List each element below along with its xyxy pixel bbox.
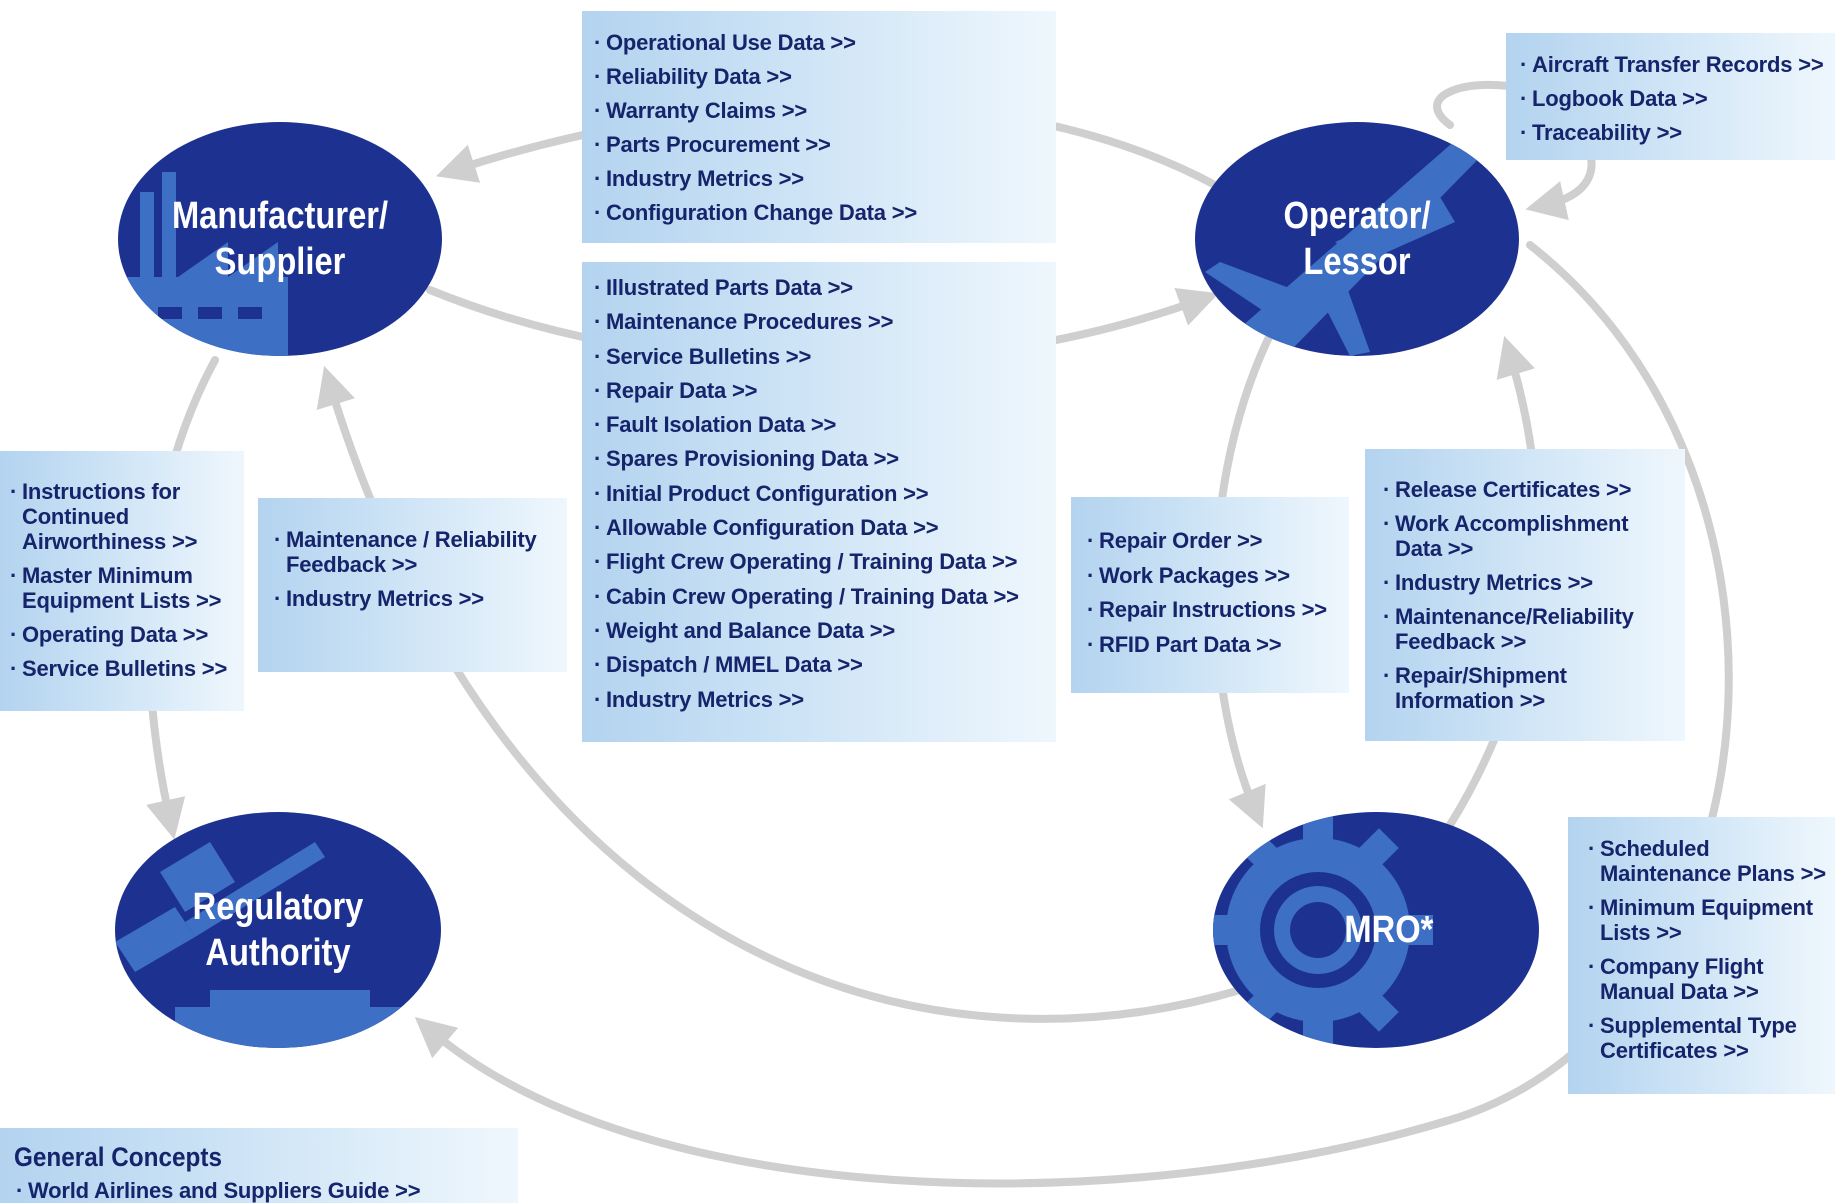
- general-concepts-title: General Concepts: [14, 1142, 222, 1172]
- list-item: Repair/Shipment Information >>: [1381, 663, 1675, 713]
- regulatory-authority-node: Regulatory Authority: [115, 812, 441, 1048]
- list-item: Work Packages >>: [1085, 563, 1349, 588]
- operator-lessor-label: Operator/ Lessor: [1283, 195, 1431, 283]
- regulatory-authority-label: Regulatory Authority: [192, 886, 364, 974]
- list-item: Work Accomplishment Data >>: [1381, 511, 1675, 561]
- list-item: Logbook Data >>: [1518, 86, 1835, 111]
- mro-label: MRO*: [1344, 909, 1434, 951]
- box-left: Instructions for Continued Airworthiness…: [0, 451, 244, 711]
- list-item: Maintenance Procedures >>: [592, 309, 1056, 334]
- box-right-mid: Release Certificates >> Work Accomplishm…: [1365, 449, 1685, 741]
- general-concepts-list: World Airlines and Suppliers Guide >>: [14, 1178, 518, 1203]
- gear-icon: [1213, 812, 1433, 1048]
- list-item: Repair Order >>: [1085, 528, 1349, 553]
- list-item: Industry Metrics >>: [592, 166, 1056, 191]
- list-item: Initial Product Configuration >>: [592, 481, 1056, 506]
- list-item: Supplemental Type Certificates >>: [1586, 1013, 1831, 1063]
- operator-lessor-node: Operator/ Lessor: [1195, 122, 1519, 356]
- list-item: Reliability Data >>: [592, 64, 1056, 89]
- list-item: Configuration Change Data >>: [592, 200, 1056, 225]
- list-right-mid: Release Certificates >> Work Accomplishm…: [1381, 477, 1675, 713]
- list-item: Fault Isolation Data >>: [592, 412, 1056, 437]
- box-top-center: Operational Use Data >> Reliability Data…: [582, 11, 1056, 243]
- arrow-operator-to-regulatory: [414, 241, 1733, 1188]
- list-item: Company Flight Manual Data >>: [1586, 954, 1831, 1004]
- list-top-center: Operational Use Data >> Reliability Data…: [592, 30, 1056, 225]
- general-concepts-box: General Concepts World Airlines and Supp…: [0, 1128, 518, 1203]
- list-left: Instructions for Continued Airworthiness…: [8, 479, 238, 681]
- box-center-right: Repair Order >> Work Packages >> Repair …: [1071, 497, 1349, 693]
- airplane-icon: [1205, 132, 1490, 356]
- list-item: Service Bulletins >>: [592, 344, 1056, 369]
- list-item: Industry Metrics >>: [1381, 570, 1675, 595]
- list-item: Parts Procurement >>: [592, 132, 1056, 157]
- list-item: Cabin Crew Operating / Training Data >>: [592, 584, 1056, 609]
- list-item: Minimum Equipment Lists >>: [1586, 895, 1831, 945]
- list-item: Master Minimum Equipment Lists >>: [8, 563, 238, 613]
- mro-node: MRO*: [1213, 812, 1539, 1048]
- gavel-icon: [115, 842, 405, 1048]
- list-center-right: Repair Order >> Work Packages >> Repair …: [1085, 528, 1349, 657]
- list-item: Aircraft Transfer Records >>: [1518, 52, 1835, 77]
- list-item: Dispatch / MMEL Data >>: [592, 652, 1056, 677]
- general-concepts-link[interactable]: World Airlines and Suppliers Guide >>: [14, 1178, 518, 1203]
- list-item: Maintenance / Reliability Feedback >>: [272, 527, 557, 577]
- box-left-mid: Maintenance / Reliability Feedback >> In…: [258, 498, 567, 672]
- list-item: Industry Metrics >>: [272, 586, 557, 611]
- list-middle-center: Illustrated Parts Data >> Maintenance Pr…: [592, 275, 1056, 712]
- list-item: Industry Metrics >>: [592, 687, 1056, 712]
- factory-icon: [118, 172, 288, 356]
- list-item: Traceability >>: [1518, 120, 1835, 145]
- manufacturer-supplier-label: Manufacturer/ Supplier: [171, 195, 389, 283]
- list-top-right: Aircraft Transfer Records >> Logbook Dat…: [1518, 52, 1835, 145]
- list-item: Repair Data >>: [592, 378, 1056, 403]
- list-item: Service Bulletins >>: [8, 656, 238, 681]
- manufacturer-supplier-node: Manufacturer/ Supplier: [118, 122, 442, 356]
- list-item: Instructions for Continued Airworthiness…: [8, 479, 238, 554]
- list-item: Illustrated Parts Data >>: [592, 275, 1056, 300]
- list-item: Weight and Balance Data >>: [592, 618, 1056, 643]
- box-bottom-right: Scheduled Maintenance Plans >> Minimum E…: [1568, 817, 1835, 1094]
- list-item: Scheduled Maintenance Plans >>: [1586, 836, 1831, 886]
- list-item: Flight Crew Operating / Training Data >>: [592, 549, 1056, 574]
- list-item: RFID Part Data >>: [1085, 632, 1349, 657]
- list-left-mid: Maintenance / Reliability Feedback >> In…: [272, 527, 557, 611]
- box-top-right: Aircraft Transfer Records >> Logbook Dat…: [1506, 33, 1835, 160]
- list-item: Allowable Configuration Data >>: [592, 515, 1056, 540]
- list-item: Operating Data >>: [8, 622, 238, 647]
- list-item: Spares Provisioning Data >>: [592, 446, 1056, 471]
- list-bottom-right: Scheduled Maintenance Plans >> Minimum E…: [1586, 836, 1831, 1063]
- list-item: Warranty Claims >>: [592, 98, 1056, 123]
- box-middle-center: Illustrated Parts Data >> Maintenance Pr…: [582, 262, 1056, 742]
- list-item: Repair Instructions >>: [1085, 597, 1349, 622]
- list-item: Operational Use Data >>: [592, 30, 1056, 55]
- list-item: Maintenance/Reliability Feedback >>: [1381, 604, 1675, 654]
- list-item: Release Certificates >>: [1381, 477, 1675, 502]
